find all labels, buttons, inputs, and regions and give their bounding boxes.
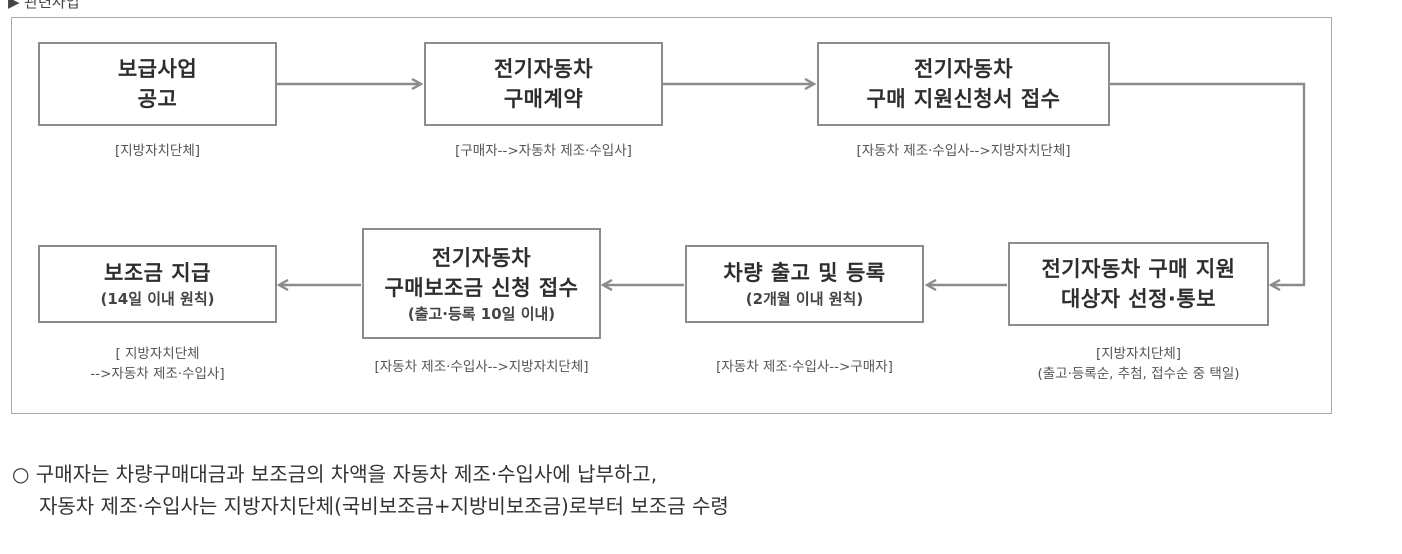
- step-caption: [자동차 제조·수입사-->지방자치단체]: [797, 141, 1130, 161]
- step-title-line: 전기자동차: [913, 57, 1014, 81]
- step-title-line: 구매계약: [503, 87, 584, 111]
- step-caption: [지방자치단체] (출고·등록순, 추첨, 접수순 중 택일): [988, 344, 1289, 384]
- step-title-line: 구매 지원신청서 접수: [866, 87, 1061, 111]
- step-caption: [자동차 제조·수입사-->지방자치단체]: [327, 357, 636, 377]
- caption-line: [자동차 제조·수입사-->지방자치단체]: [856, 143, 1071, 159]
- step-caption: [구매자-->자동차 제조·수입사]: [404, 141, 683, 161]
- caption-line: [지방자치단체]: [114, 143, 201, 159]
- step-subtitle: (2개월 이내 원칙): [745, 290, 864, 308]
- step-box-subsidy-application: 전기자동차 구매보조금 신청 접수 (출고·등록 10일 이내): [362, 228, 601, 339]
- step-caption: [지방자치단체]: [38, 141, 277, 161]
- note-line-2: 자동차 제조·수입사는 지방자치단체(국비보조금+지방비보조금)로부터 보조금 …: [39, 494, 729, 518]
- step-box-subsidy-announcement: 보급사업 공고: [38, 42, 277, 126]
- step-subtitle: (출고·등록 10일 이내): [407, 304, 556, 323]
- step-title-line: 보조금 지급: [104, 261, 211, 285]
- step-title-line: 전기자동차 구매 지원: [1041, 257, 1236, 281]
- step-box-vehicle-delivery: 차량 출고 및 등록 (2개월 이내 원칙): [685, 245, 924, 323]
- step-box-subsidy-payment: 보조금 지급 (14일 이내 원칙): [38, 245, 277, 323]
- step-box-recipient-selection: 전기자동차 구매 지원 대상자 선정·통보: [1008, 242, 1269, 326]
- step-caption: [자동차 제조·수입사-->구매자]: [665, 357, 944, 377]
- step-subtitle: (14일 이내 원칙): [100, 290, 215, 308]
- step-title-line: 구매보조금 신청 접수: [384, 275, 579, 300]
- caption-line: [자동차 제조·수입사-->지방자치단체]: [374, 359, 589, 375]
- step-box-purchase-contract: 전기자동차 구매계약: [424, 42, 663, 126]
- step-title-line: 보급사업: [117, 57, 198, 81]
- payment-note: ○ 구매자는 차량구매대금과 보조금의 차액을 자동차 제조·수입사에 납부하고…: [12, 458, 729, 522]
- caption-line: [ 지방자치단체: [115, 346, 200, 362]
- step-title-line: 전기자동차: [431, 245, 532, 270]
- caption-line: (출고·등록순, 추첨, 접수순 중 택일): [1037, 366, 1240, 382]
- step-box-application-receipt: 전기자동차 구매 지원신청서 접수: [817, 42, 1110, 126]
- step-title-line: 전기자동차: [493, 57, 594, 81]
- caption-line: [자동차 제조·수입사-->구매자]: [716, 359, 893, 375]
- section-heading-fragment: ▶ 관련사업: [8, 0, 80, 11]
- note-line-1: ○ 구매자는 차량구매대금과 보조금의 차액을 자동차 제조·수입사에 납부하고…: [12, 462, 658, 486]
- step-caption: [ 지방자치단체 -->자동차 제조·수입사]: [38, 344, 277, 384]
- step-title-line: 대상자 선정·통보: [1060, 287, 1217, 311]
- caption-line: [구매자-->자동차 제조·수입사]: [455, 143, 632, 159]
- caption-line: [지방자치단체]: [1095, 346, 1182, 362]
- step-title-line: 공고: [137, 87, 178, 111]
- step-title-line: 차량 출고 및 등록: [723, 261, 886, 285]
- caption-line: -->자동차 제조·수입사]: [90, 366, 225, 382]
